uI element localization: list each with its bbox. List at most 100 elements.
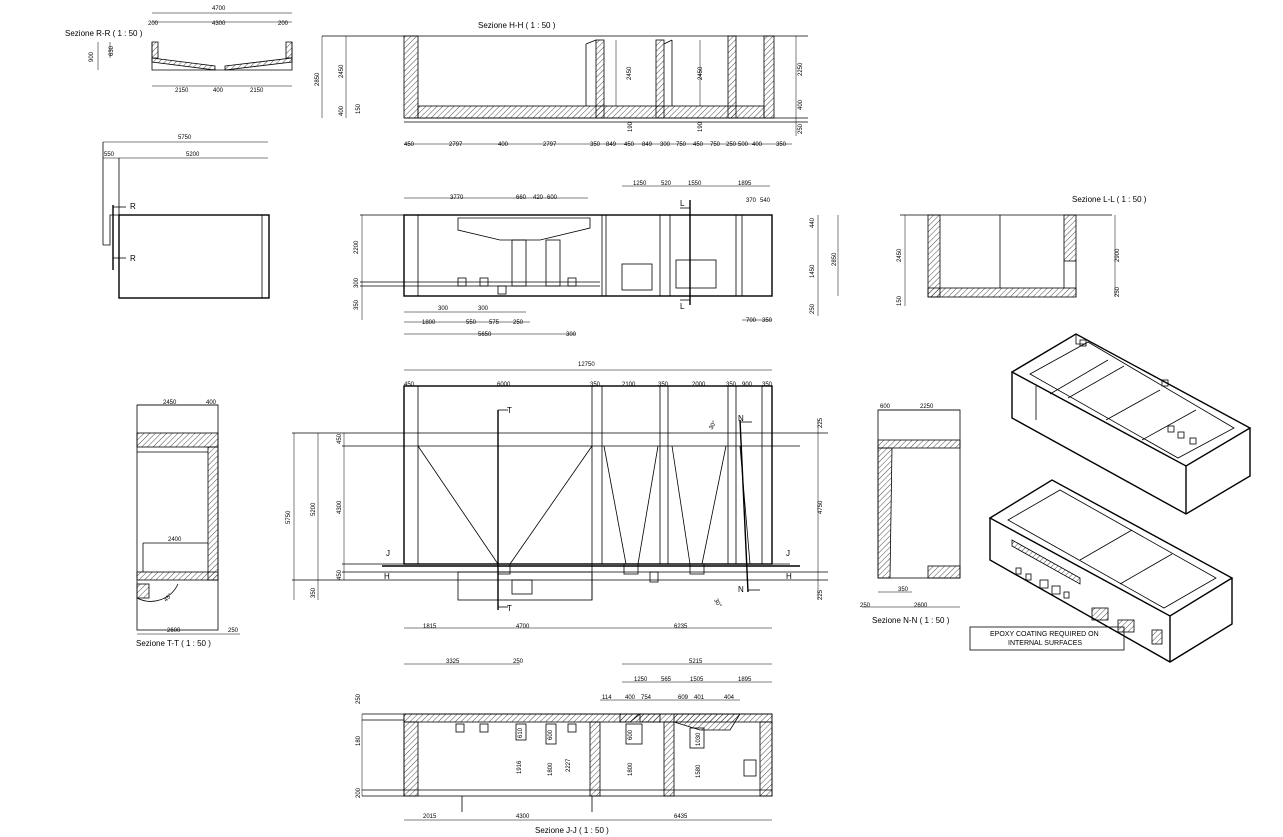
svg-text:250: 250: [860, 603, 871, 609]
svg-text:4700: 4700: [516, 624, 530, 630]
svg-text:500: 500: [738, 142, 749, 148]
svg-text:609: 609: [678, 695, 689, 701]
svg-text:350: 350: [354, 299, 360, 310]
svg-text:370: 370: [746, 198, 757, 204]
svg-text:2600: 2600: [914, 603, 928, 609]
section-plan-main: 12750 450 6000 350 2100 350 2000 350 900…: [286, 362, 828, 630]
svg-text:1815: 1815: [423, 624, 437, 630]
section-jj-title: Sezione J-J ( 1 : 50 ): [535, 826, 609, 835]
section-ll: Sezione L-L ( 1 : 50 ) 2450 150 2900 250: [897, 195, 1147, 306]
section-rr: Sezione R-R ( 1 : 50 ) 4700 200 4300 200…: [65, 6, 293, 94]
section-jj: 3325 250 5215 1250 565 1505 1895 114 400…: [356, 659, 773, 835]
svg-text:250: 250: [798, 123, 804, 134]
svg-text:6235: 6235: [674, 624, 688, 630]
svg-text:1895: 1895: [738, 181, 752, 187]
svg-text:4300: 4300: [212, 21, 226, 27]
svg-text:400: 400: [213, 88, 224, 94]
svg-text:2400: 2400: [168, 537, 182, 543]
svg-text:350: 350: [762, 382, 773, 388]
svg-text:5650: 5650: [478, 332, 492, 338]
svg-text:6435: 6435: [674, 814, 688, 820]
svg-text:114: 114: [602, 695, 612, 701]
svg-text:2450: 2450: [339, 64, 345, 78]
svg-text:450: 450: [693, 142, 704, 148]
svg-text:630: 630: [109, 45, 115, 56]
svg-text:450: 450: [404, 382, 415, 388]
svg-text:350: 350: [762, 318, 773, 324]
svg-text:1895: 1895: [738, 677, 752, 683]
svg-text:2150: 2150: [175, 88, 189, 94]
svg-text:200: 200: [148, 21, 159, 27]
svg-text:600: 600: [547, 195, 558, 201]
svg-text:250: 250: [513, 320, 524, 326]
svg-text:754: 754: [641, 695, 652, 701]
svg-text:4750: 4750: [818, 500, 824, 514]
svg-text:520: 520: [661, 181, 672, 187]
svg-text:450: 450: [337, 433, 343, 444]
epoxy-note: EPOXY COATING REQUIRED ON INTERNAL SURFA…: [969, 626, 1125, 651]
isometric-view-bottom: [988, 479, 1234, 663]
svg-text:900: 900: [742, 382, 753, 388]
svg-text:350: 350: [590, 142, 601, 148]
svg-text:250: 250: [726, 142, 737, 148]
svg-text:1030: 1030: [696, 732, 702, 746]
svg-text:225: 225: [818, 589, 824, 600]
svg-text:350: 350: [311, 587, 317, 598]
svg-text:1800: 1800: [422, 320, 436, 326]
svg-text:150: 150: [897, 295, 903, 306]
svg-text:350: 350: [726, 382, 737, 388]
svg-text:180: 180: [356, 735, 362, 746]
svg-text:2000: 2000: [692, 382, 706, 388]
svg-text:1800: 1800: [628, 762, 634, 776]
svg-text:440: 440: [810, 217, 816, 228]
svg-text:190: 190: [628, 121, 634, 132]
svg-text:300: 300: [660, 142, 671, 148]
svg-text:450: 450: [624, 142, 635, 148]
svg-text:400: 400: [625, 695, 636, 701]
note-line-2: INTERNAL SURFACES: [1008, 640, 1082, 647]
svg-text:2100: 2100: [622, 382, 636, 388]
svg-text:2250: 2250: [920, 404, 934, 410]
svg-text:300: 300: [438, 306, 449, 312]
svg-text:30°: 30°: [709, 420, 719, 431]
svg-text:300: 300: [566, 332, 577, 338]
section-plan-top: 3770 660 420 600 1250 520 1550 1895 370 …: [354, 181, 839, 338]
svg-text:400: 400: [339, 105, 345, 116]
section-nn: 600 2250 350 250 2600 Sezione N-N ( 1 : …: [860, 404, 961, 625]
svg-text:350: 350: [776, 142, 787, 148]
section-marker-j-right: J: [786, 549, 790, 558]
svg-text:400: 400: [498, 142, 509, 148]
svg-text:401: 401: [694, 695, 705, 701]
svg-text:420: 420: [533, 195, 544, 201]
svg-text:550: 550: [466, 320, 477, 326]
svg-text:600: 600: [548, 729, 554, 740]
svg-text:5215: 5215: [689, 659, 703, 665]
svg-text:3325: 3325: [446, 659, 460, 665]
svg-text:3770: 3770: [450, 195, 464, 201]
svg-text:2450: 2450: [627, 66, 633, 80]
svg-text:200: 200: [278, 21, 289, 27]
svg-text:2227: 2227: [566, 758, 572, 772]
svg-text:1800: 1800: [548, 762, 554, 776]
svg-text:4300: 4300: [516, 814, 530, 820]
svg-text:1250: 1250: [634, 677, 648, 683]
svg-text:6000: 6000: [497, 382, 511, 388]
section-marker-r-bottom: R: [130, 254, 136, 263]
side-view: 5750 550 5200 R R: [102, 135, 270, 299]
svg-text:2015: 2015: [423, 814, 437, 820]
svg-text:5750: 5750: [286, 510, 292, 524]
svg-text:2797: 2797: [543, 142, 557, 148]
svg-text:350: 350: [590, 382, 601, 388]
svg-text:2450: 2450: [163, 400, 177, 406]
section-hh: Sezione H-H ( 1 : 50 ) 2850 2450 400 150…: [315, 21, 808, 148]
section-marker-h-right: H: [786, 572, 792, 581]
svg-text:2850: 2850: [832, 252, 838, 266]
section-marker-l-bottom: L: [680, 302, 685, 311]
svg-text:849: 849: [642, 142, 653, 148]
svg-text:660: 660: [516, 195, 527, 201]
svg-text:12750: 12750: [578, 362, 595, 368]
svg-text:4300: 4300: [337, 500, 343, 514]
svg-text:30°: 30°: [712, 598, 722, 609]
svg-text:565: 565: [661, 677, 672, 683]
svg-text:750: 750: [710, 142, 721, 148]
